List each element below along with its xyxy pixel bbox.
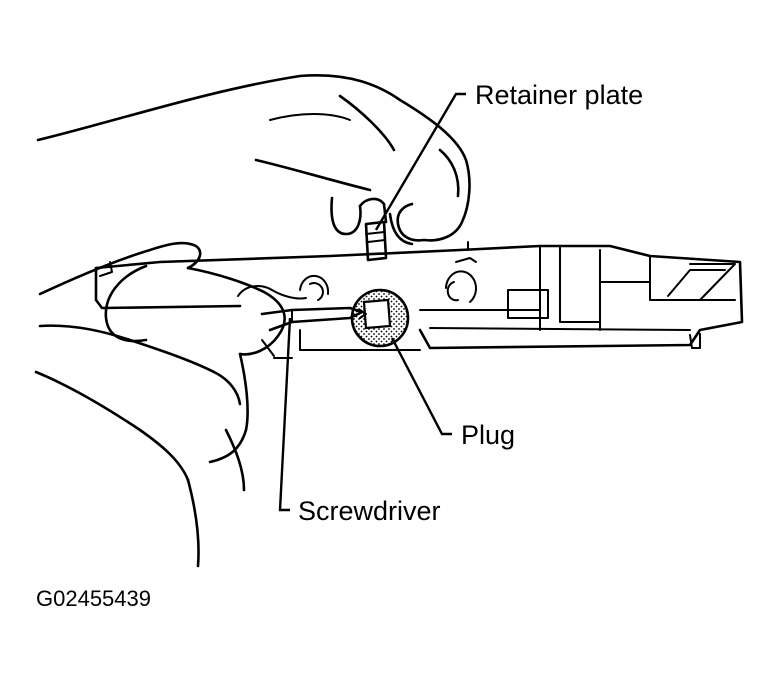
valve-body: [94, 241, 744, 351]
plug-part: [350, 288, 410, 348]
leader-plug: [390, 337, 452, 436]
screwdriver-tool: [260, 306, 364, 332]
label-plug: Plug: [461, 420, 515, 450]
figure-code: G02455439: [36, 586, 151, 611]
lower-hand: [34, 241, 307, 568]
upper-hand: [36, 74, 471, 246]
leader-screwdriver: [278, 317, 292, 512]
label-retainer-plate: Retainer plate: [475, 80, 643, 110]
leader-retainer-plate: [374, 92, 466, 231]
label-screwdriver: Screwdriver: [298, 496, 441, 526]
retainer-plate-part: [364, 220, 388, 262]
leader-lines: [278, 92, 466, 512]
